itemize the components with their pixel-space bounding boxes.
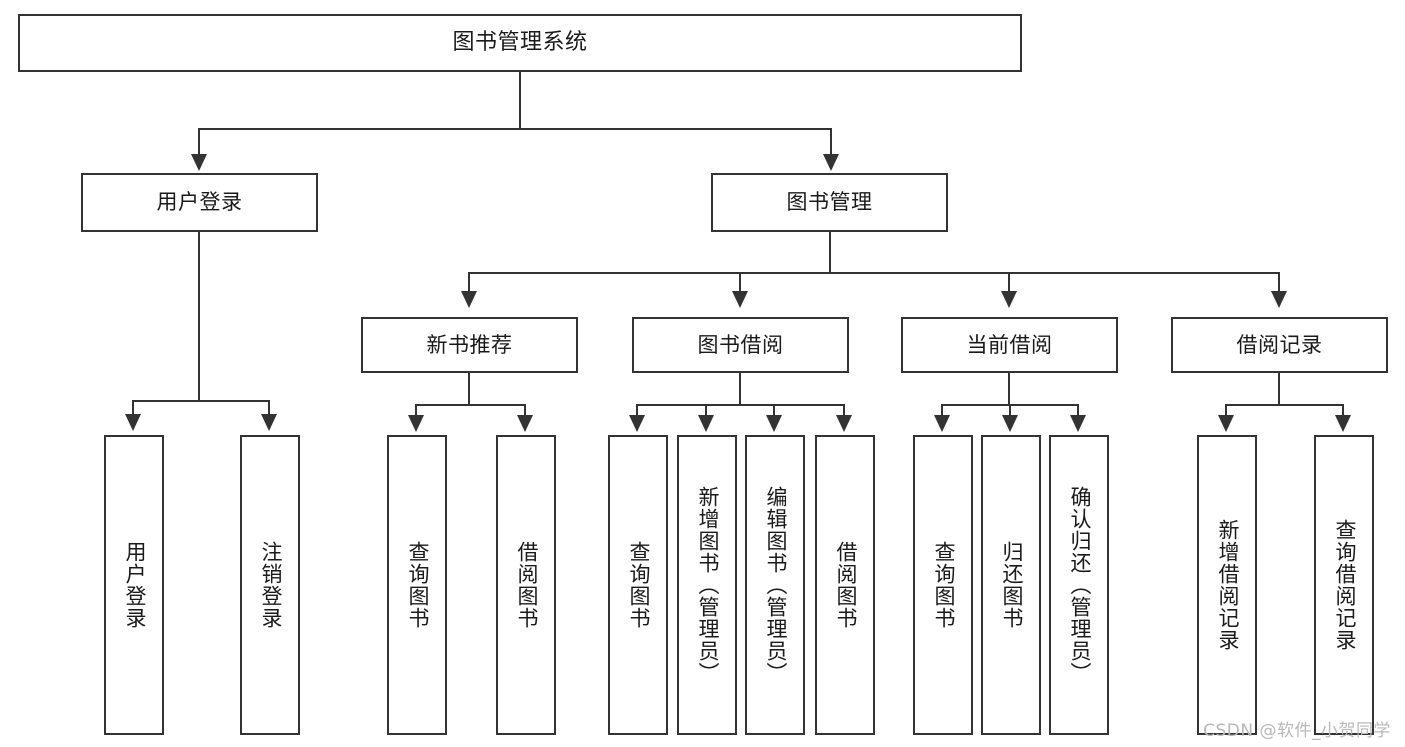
node-label: 查询借阅记录	[1332, 519, 1357, 651]
leaf-borrow-query-book[interactable]: 查询图书	[608, 435, 668, 735]
node-user-login[interactable]: 用户登录	[81, 173, 318, 232]
edge-to-leaf-borrow-edit	[773, 404, 775, 418]
edge-borrow-record-bus	[1225, 404, 1344, 406]
edge-to-leaf-borrow-lend	[843, 404, 845, 418]
arrow-down-icon	[517, 415, 533, 432]
edge-user-login-bus	[132, 400, 268, 402]
leaf-record-query-borrow-record[interactable]: 查询借阅记录	[1314, 435, 1374, 735]
node-book-management[interactable]: 图书管理	[711, 173, 948, 232]
arrow-down-icon	[934, 415, 950, 432]
arrow-down-icon	[261, 414, 277, 431]
node-current-borrow[interactable]: 当前借阅	[901, 317, 1118, 373]
node-label: 注销登录	[258, 541, 283, 629]
node-label: 查询图书	[931, 541, 956, 629]
node-borrow-record[interactable]: 借阅记录	[1171, 317, 1388, 373]
leaf-recommend-borrow-book[interactable]: 借阅图书	[496, 435, 556, 735]
edge-book-mgmt-stem	[829, 232, 831, 272]
node-label: 用户登录	[122, 541, 147, 629]
edge-to-current-borrow	[1008, 272, 1010, 294]
edge-borrow-record-stem	[1278, 373, 1280, 404]
leaf-current-confirm-return-admin[interactable]: 确认归还（管理员）	[1049, 435, 1109, 735]
node-label: 查询图书	[626, 541, 651, 629]
node-label: 借阅图书	[833, 541, 858, 629]
node-label: 图书借阅	[697, 332, 784, 357]
edge-user-login-stem	[198, 232, 200, 400]
node-book-borrow[interactable]: 图书借阅	[632, 317, 849, 373]
edge-to-leaf-rec-search	[1342, 404, 1344, 418]
node-label: 借阅图书	[514, 541, 539, 629]
edge-book-borrow-stem	[739, 373, 741, 404]
arrow-down-icon	[698, 415, 714, 432]
node-root-book-management-system[interactable]: 图书管理系统	[18, 14, 1022, 72]
edge-to-leaf-borrow-add	[705, 404, 707, 418]
node-label: 图书管理	[786, 190, 873, 215]
edge-to-leaf-cur-query	[941, 404, 943, 418]
edge-book-borrow-bus	[636, 404, 845, 406]
leaf-borrow-edit-book-admin[interactable]: 编辑图书（管理员）	[745, 435, 805, 735]
edge-to-leaf-rec-add	[1225, 404, 1227, 418]
arrow-down-icon	[1001, 291, 1017, 308]
node-label: 借阅记录	[1236, 332, 1323, 357]
arrow-down-icon	[1271, 291, 1287, 308]
edge-to-borrow-record	[1278, 272, 1280, 294]
arrow-down-icon	[1002, 415, 1018, 432]
arrow-down-icon	[1070, 415, 1086, 432]
edge-new-book-rec-bus	[415, 404, 526, 406]
edge-current-borrow-stem	[1008, 373, 1010, 404]
node-label: 编辑图书（管理员）	[763, 486, 788, 684]
arrow-down-icon	[461, 291, 477, 308]
node-label: 图书管理系统	[452, 29, 588, 55]
edge-new-book-rec-stem	[468, 373, 470, 404]
arrow-down-icon	[1335, 415, 1351, 432]
arrow-down-icon	[823, 154, 839, 171]
leaf-borrow-lend-book[interactable]: 借阅图书	[815, 435, 875, 735]
edge-to-leaf-borrow-query	[636, 404, 638, 418]
edge-to-leaf-cur-confirm	[1077, 404, 1079, 418]
leaf-borrow-add-book-admin[interactable]: 新增图书（管理员）	[677, 435, 737, 735]
edge-to-leaf-rec-borrow	[524, 404, 526, 418]
node-label: 新书推荐	[426, 332, 513, 357]
leaf-user-login[interactable]: 用户登录	[104, 435, 164, 735]
node-label: 确认归还（管理员）	[1067, 486, 1092, 684]
arrow-down-icon	[836, 415, 852, 432]
node-label: 归还图书	[999, 541, 1024, 629]
node-label: 用户登录	[156, 190, 243, 215]
edge-to-leaf-rec-query	[415, 404, 417, 418]
arrow-down-icon	[766, 415, 782, 432]
leaf-recommend-query-book[interactable]: 查询图书	[387, 435, 447, 735]
edge-book-mgmt-bus	[468, 272, 1280, 274]
edge-to-leaf-cur-return	[1009, 404, 1011, 418]
arrow-down-icon	[1218, 415, 1234, 432]
edge-to-leaf-user-logout	[268, 400, 270, 417]
edge-root-to-book-mgmt	[830, 128, 832, 156]
node-new-book-recommendation[interactable]: 新书推荐	[361, 317, 578, 373]
node-label: 新增图书（管理员）	[695, 486, 720, 684]
arrow-down-icon	[125, 414, 141, 431]
edge-root-bus	[198, 128, 832, 130]
node-label: 查询图书	[405, 541, 430, 629]
edge-to-leaf-user-login	[132, 400, 134, 417]
leaf-user-logout[interactable]: 注销登录	[240, 435, 300, 735]
edge-root-stem	[519, 72, 521, 128]
edge-to-book-borrow	[739, 272, 741, 294]
leaf-record-add-borrow-record[interactable]: 新增借阅记录	[1197, 435, 1257, 735]
edge-root-to-user-login	[198, 128, 200, 156]
arrow-down-icon	[629, 415, 645, 432]
leaf-current-query-book[interactable]: 查询图书	[913, 435, 973, 735]
arrow-down-icon	[732, 291, 748, 308]
arrow-down-icon	[191, 154, 207, 171]
node-label: 新增借阅记录	[1215, 519, 1240, 651]
arrow-down-icon	[408, 415, 424, 432]
node-label: 当前借阅	[966, 332, 1053, 357]
edge-to-new-book-rec	[468, 272, 470, 294]
leaf-current-return-book[interactable]: 归还图书	[981, 435, 1041, 735]
